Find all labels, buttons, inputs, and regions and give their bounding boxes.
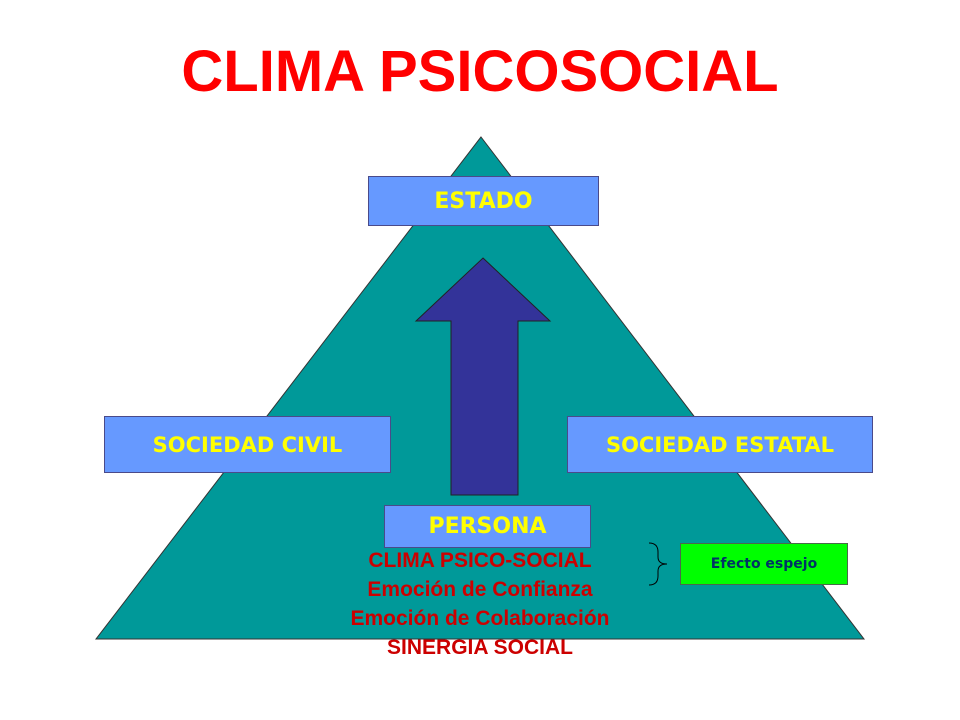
- clima-text-block: CLIMA PSICO-SOCIAL Emoción de Confianza …: [280, 546, 680, 662]
- clima-line-colaboracion: Emoción de Colaboración: [350, 607, 610, 630]
- efecto-espejo-box: Efecto espejo: [680, 543, 848, 585]
- clima-line-confianza: Emoción de Confianza: [367, 578, 593, 601]
- clima-line-psicosocial: CLIMA PSICO-SOCIAL: [368, 549, 592, 572]
- upward-arrow: [414, 257, 552, 496]
- persona-box: PERSONA: [384, 505, 591, 548]
- curly-brace: [648, 542, 668, 586]
- sociedad-civil-box: SOCIEDAD CIVIL: [104, 416, 391, 473]
- slide-title: CLIMA PSICOSOCIAL: [181, 39, 779, 104]
- clima-line-sinergia: SINERGIA SOCIAL: [387, 636, 573, 659]
- sociedad-estatal-box: SOCIEDAD ESTATAL: [567, 416, 873, 473]
- estado-box: ESTADO: [368, 176, 599, 226]
